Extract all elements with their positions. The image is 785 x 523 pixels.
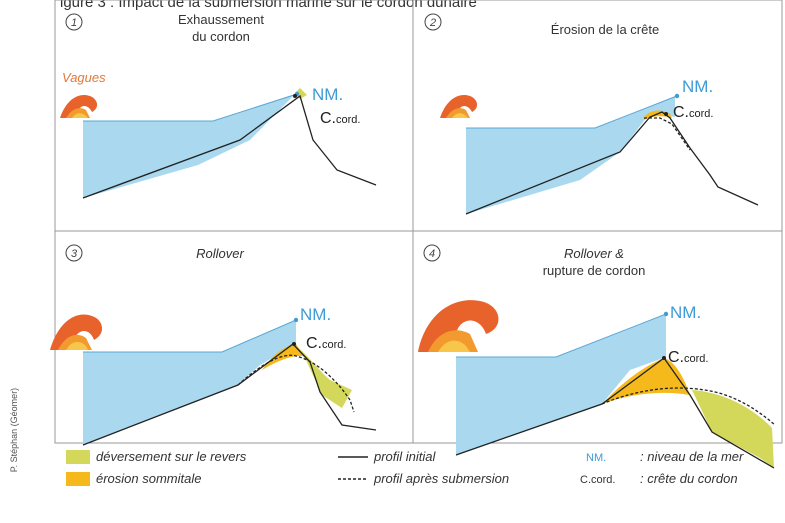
panel-title-line2: du cordon: [192, 29, 250, 44]
panel-number-badge: [423, 244, 441, 262]
panel-number: 1: [71, 17, 77, 29]
panel-number: 2: [429, 17, 436, 29]
panel-number: 4: [429, 248, 435, 260]
sea-area: [83, 94, 295, 198]
legend-overwash-label: déversement sur le revers: [96, 449, 247, 464]
panel-title-line1: Érosion de la crête: [551, 22, 659, 37]
panel-4: 4 Rollover & rupture de cordon NM. C. co…: [418, 244, 776, 469]
legend: déversement sur le revers érosion sommit…: [66, 449, 744, 486]
ccord-sub: cord.: [684, 353, 708, 365]
panel-number-badge: [424, 13, 442, 31]
sea-area: [466, 96, 675, 214]
panel-title-line1: Rollover: [196, 246, 244, 261]
figure-caption: igure 3 : Impact de la submersion marine…: [60, 0, 477, 11]
ccord-sub: cord.: [336, 114, 360, 126]
water-line: [83, 319, 297, 353]
overwash-area: [692, 390, 774, 468]
ccord-main: C.: [668, 349, 684, 366]
nm-label: NM.: [670, 303, 701, 322]
ccord-point: [293, 94, 297, 98]
legend-nm-abbr: NM.: [586, 452, 606, 464]
water-line: [466, 95, 678, 129]
panel-number: 3: [71, 248, 78, 260]
panel-frame: [54, 0, 783, 444]
credit-rotated: P. Stéphan (Géomer): [4, 350, 24, 510]
wave-icon: [440, 94, 478, 118]
panel-3: 3 Rollover NM. C. cord.: [50, 244, 377, 446]
water-line: [456, 313, 667, 358]
ccord-main: C.: [306, 335, 322, 352]
ccord-sub: cord.: [322, 339, 346, 351]
panel-title-line1: Rollover &: [564, 246, 624, 261]
legend-ccord-abbr: C.cord.: [580, 474, 615, 486]
initial-profile: [465, 111, 759, 215]
wave-label: Vagues: [62, 70, 106, 85]
panel-number-badge: [65, 13, 83, 31]
panel-title-line2: rupture de cordon: [543, 263, 646, 278]
initial-profile: [82, 94, 377, 199]
after-profile: [237, 354, 355, 413]
credit-text: P. Stéphan (Géomer): [9, 387, 19, 473]
legend-swatch-erosion: [66, 472, 90, 486]
legend-ccord-def: : crête du cordon: [640, 471, 738, 486]
nm-point: [674, 93, 680, 99]
erosion-area: [262, 344, 304, 370]
ccord-point: [664, 112, 668, 116]
panel-number-badge: [65, 244, 83, 262]
after-profile: [644, 117, 691, 151]
legend-swatch-overwash: [66, 450, 90, 464]
nm-point: [663, 311, 669, 317]
ccord-point: [292, 342, 296, 346]
wave-icon: [50, 314, 103, 350]
nm-label: NM.: [300, 305, 331, 324]
panel-1: 1 Exhaussement du cordon Vagues NM. C. c…: [60, 12, 377, 199]
sea-area: [456, 314, 666, 455]
nm-label: NM.: [312, 85, 343, 104]
legend-erosion-label: érosion sommitale: [96, 471, 202, 486]
nm-point: [293, 317, 299, 323]
legend-after-label: profil après submersion: [373, 471, 509, 486]
after-profile: [601, 387, 776, 426]
legend-initial-label: profil initial: [373, 449, 437, 464]
nm-label: NM.: [682, 77, 713, 96]
ccord-main: C.: [320, 110, 336, 127]
water-line: [83, 93, 298, 122]
ccord-main: C.: [673, 104, 689, 121]
wave-icon: [418, 300, 499, 352]
wave-icon: [60, 94, 98, 118]
ccord-point: [662, 356, 666, 360]
ccord-sub: cord.: [689, 108, 713, 120]
erosion-area: [602, 358, 690, 404]
panel-title-line1: Exhaussement: [178, 12, 264, 27]
initial-profile: [455, 357, 775, 469]
legend-nm-def: : niveau de la mer: [640, 449, 744, 464]
panel-2: 2 Érosion de la crête NM. C. cord.: [424, 13, 759, 215]
sea-area: [83, 320, 296, 445]
